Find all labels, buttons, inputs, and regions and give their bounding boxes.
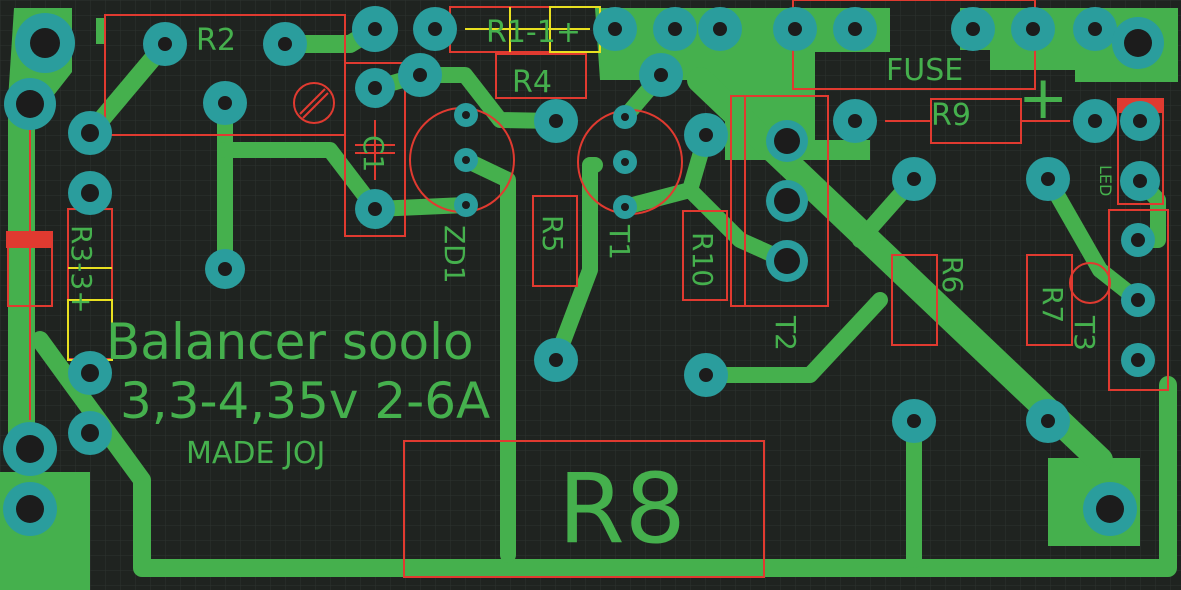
label-zd1: ZD1 bbox=[438, 225, 471, 284]
drill-hole bbox=[549, 114, 563, 128]
drill-hole bbox=[774, 248, 800, 274]
drill-hole bbox=[158, 37, 172, 51]
drill-hole bbox=[621, 158, 629, 166]
pads bbox=[3, 6, 1164, 536]
drill-hole bbox=[621, 203, 629, 211]
label-t1: T1 bbox=[603, 224, 636, 260]
label-r1: R1-1+ bbox=[486, 15, 581, 50]
drill-hole bbox=[966, 22, 980, 36]
drill-hole bbox=[549, 353, 563, 367]
drill-hole bbox=[368, 22, 382, 36]
drill-hole bbox=[774, 188, 800, 214]
label-r6: R6 bbox=[936, 256, 969, 293]
drill-hole bbox=[218, 262, 232, 276]
drill-hole bbox=[668, 22, 682, 36]
drill-hole bbox=[848, 22, 862, 36]
drill-hole bbox=[368, 202, 382, 216]
drill-hole bbox=[788, 22, 802, 36]
drill-hole bbox=[30, 28, 60, 58]
drill-hole bbox=[1124, 29, 1152, 57]
board-title: Balancer soolo bbox=[106, 313, 474, 371]
drill-hole bbox=[1088, 114, 1102, 128]
label-r8: R8 bbox=[558, 453, 686, 565]
label-t3: T3 bbox=[1068, 315, 1101, 351]
drill-hole bbox=[1041, 414, 1055, 428]
drill-hole bbox=[462, 201, 470, 209]
label-t2: T2 bbox=[769, 315, 802, 351]
drill-hole bbox=[1131, 293, 1145, 307]
drill-hole bbox=[699, 128, 713, 142]
drill-hole bbox=[1133, 114, 1147, 128]
drill-hole bbox=[608, 22, 622, 36]
drill-hole bbox=[428, 22, 442, 36]
label-r5: R5 bbox=[536, 215, 569, 252]
drill-hole bbox=[1041, 172, 1055, 186]
label-r2: R2 bbox=[196, 23, 236, 58]
drill-hole bbox=[1026, 22, 1040, 36]
drill-hole bbox=[81, 364, 99, 382]
label-plus: + bbox=[1018, 63, 1068, 133]
drill-hole bbox=[1131, 233, 1145, 247]
drill-hole bbox=[1131, 353, 1145, 367]
drill-hole bbox=[462, 156, 470, 164]
drill-hole bbox=[81, 424, 99, 442]
drill-hole bbox=[16, 435, 44, 463]
drill-hole bbox=[218, 96, 232, 110]
label-r10: R10 bbox=[686, 232, 719, 287]
label-c1: C1 bbox=[357, 135, 390, 172]
drill-hole bbox=[907, 172, 921, 186]
drill-hole bbox=[81, 184, 99, 202]
drill-hole bbox=[462, 111, 470, 119]
drill-hole bbox=[278, 37, 292, 51]
label-r4: R4 bbox=[512, 65, 552, 100]
label-fuse: FUSE bbox=[886, 53, 963, 88]
labels: R2 R1-1+ R4 C1 ZD1 R5 T1 R10 T2 R6 R7 T3… bbox=[65, 15, 1115, 565]
drill-hole bbox=[1088, 22, 1102, 36]
drill-hole bbox=[1133, 174, 1147, 188]
drill-hole bbox=[907, 414, 921, 428]
drill-hole bbox=[654, 68, 668, 82]
drill-hole bbox=[1096, 495, 1124, 523]
label-r3: R3-3+ bbox=[65, 225, 98, 314]
board-spec: 3,3-4,35v 2-6A bbox=[120, 372, 490, 430]
label-r9: R9 bbox=[931, 98, 971, 133]
drill-hole bbox=[368, 81, 382, 95]
drill-hole bbox=[713, 22, 727, 36]
silkscreen-layer bbox=[6, 0, 1169, 578]
drill-hole bbox=[413, 68, 427, 82]
label-r7: R7 bbox=[1036, 286, 1069, 323]
drill-hole bbox=[621, 113, 629, 121]
drill-hole bbox=[16, 90, 44, 118]
drill-hole bbox=[774, 128, 800, 154]
label-led: LED bbox=[1096, 165, 1115, 196]
board-author: MADE JOJ bbox=[186, 436, 325, 471]
drill-hole bbox=[699, 368, 713, 382]
drill-hole bbox=[848, 114, 862, 128]
drill-hole bbox=[16, 495, 44, 523]
drill-hole bbox=[81, 124, 99, 142]
